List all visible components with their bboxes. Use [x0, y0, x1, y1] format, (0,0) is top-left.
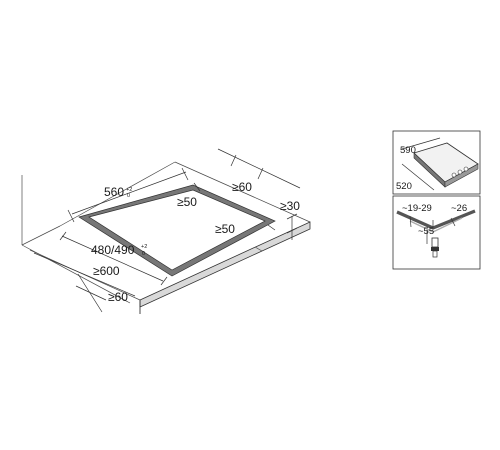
range-label: ~19-29	[402, 203, 432, 214]
hob-cutout	[78, 184, 276, 277]
inset-builtin-depth: ~19-29 ~26 ~55	[392, 195, 481, 270]
dimension-lines	[33, 148, 301, 313]
worktop-drawing	[21, 161, 311, 314]
hob-width-label: 590	[400, 145, 416, 156]
dist-side-wall-label: ≥50	[215, 222, 235, 236]
dimension-labels: 560 +2 0 ≥50 ≥60 ≥50 ≥30 480/490 +2 0 ≥6…	[91, 180, 300, 304]
cutout-width-tol-plus: +2	[141, 244, 147, 250]
hob-depth-label: 520	[396, 181, 412, 192]
dist-back-edge-label: ≥60	[232, 180, 252, 194]
worktop-thickness-label: ≥30	[280, 199, 300, 213]
dist-back-wall-label: ≥50	[177, 195, 197, 209]
cutout-length-tol-minus: 0	[127, 193, 130, 199]
right-offset-label: ~26	[451, 203, 467, 214]
worktop-depth-label: ≥600	[93, 264, 120, 278]
cutout-length-label: 560	[104, 185, 124, 199]
front-edge-label: ≥60	[108, 290, 128, 304]
depth-label: ~55	[418, 226, 434, 237]
cutout-length-tol-plus: +2	[126, 187, 132, 193]
inset-hob-dimensions: 590 520	[392, 130, 481, 195]
cutout-width-label: 480/490	[91, 243, 135, 257]
cutout-width-tol-minus: 0	[142, 251, 145, 257]
